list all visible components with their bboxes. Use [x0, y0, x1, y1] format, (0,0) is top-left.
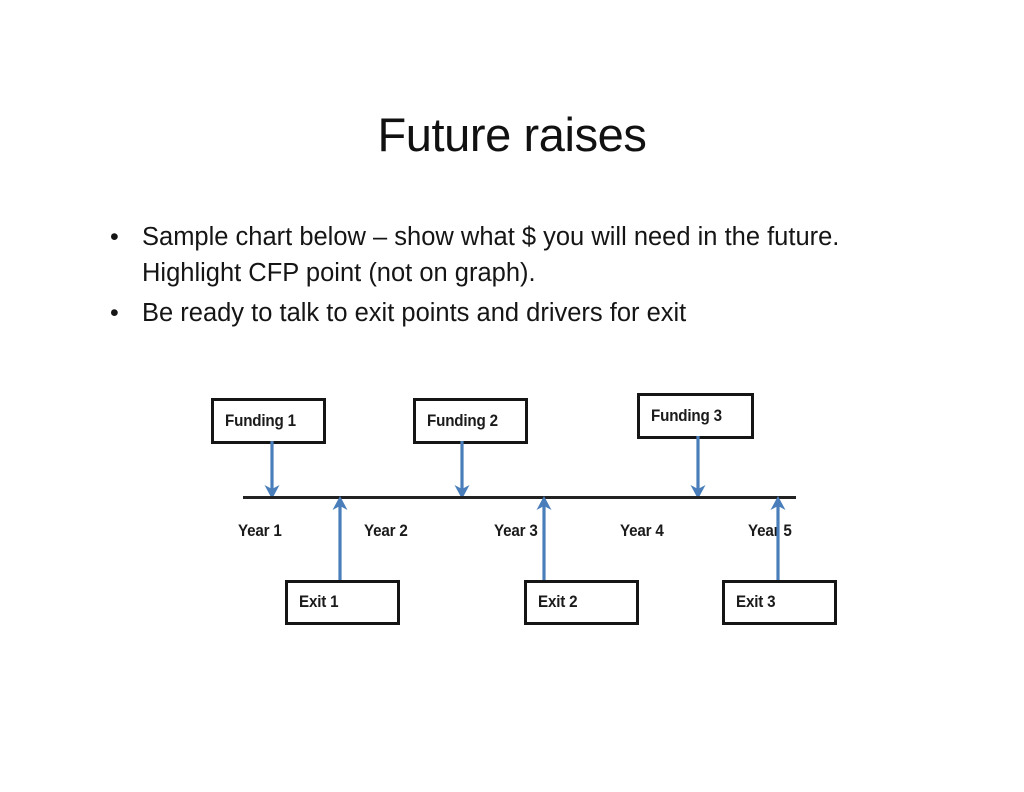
exit-node-2[interactable]: Exit 2 — [524, 580, 639, 625]
bullet-marker-icon: • — [110, 299, 119, 327]
exit-2-up-arrow-icon — [536, 496, 552, 584]
list-item-text: Sample chart below – show what $ you wil… — [142, 223, 840, 287]
bullet-marker-icon: • — [110, 223, 119, 251]
exit-node-3-label: Exit 3 — [736, 593, 776, 611]
year-label-2: Year 2 — [364, 522, 408, 540]
exit-node-2-label: Exit 2 — [538, 593, 578, 611]
funding-1-down-arrow-icon — [264, 441, 280, 499]
funding-3-down-arrow-icon — [690, 436, 706, 499]
list-item-text: Be ready to talk to exit points and driv… — [142, 299, 687, 327]
funding-node-1-label: Funding 1 — [225, 411, 296, 430]
list-item: • Sample chart below – show what $ you w… — [104, 219, 864, 291]
funding-node-2[interactable]: Funding 2 — [413, 398, 528, 444]
year-label-3: Year 3 — [494, 522, 538, 540]
exit-node-1[interactable]: Exit 1 — [285, 580, 400, 625]
exit-3-up-arrow-icon — [770, 496, 786, 584]
timeline-axis — [243, 496, 796, 499]
list-item: • Be ready to talk to exit points and dr… — [104, 295, 864, 331]
funding-node-1[interactable]: Funding 1 — [211, 398, 326, 444]
bullet-list: • Sample chart below – show what $ you w… — [104, 219, 864, 335]
exit-1-up-arrow-icon — [332, 496, 348, 584]
page-title: Future raises — [377, 108, 647, 161]
funding-node-2-label: Funding 2 — [427, 411, 498, 430]
year-label-4: Year 4 — [620, 522, 664, 540]
funding-node-3-label: Funding 3 — [651, 406, 722, 425]
exit-node-3[interactable]: Exit 3 — [722, 580, 837, 625]
funding-2-down-arrow-icon — [454, 441, 470, 499]
exit-node-1-label: Exit 1 — [299, 593, 339, 611]
funding-node-3[interactable]: Funding 3 — [637, 393, 754, 439]
year-label-1: Year 1 — [238, 522, 282, 540]
year-label-5: Year 5 — [748, 522, 792, 540]
